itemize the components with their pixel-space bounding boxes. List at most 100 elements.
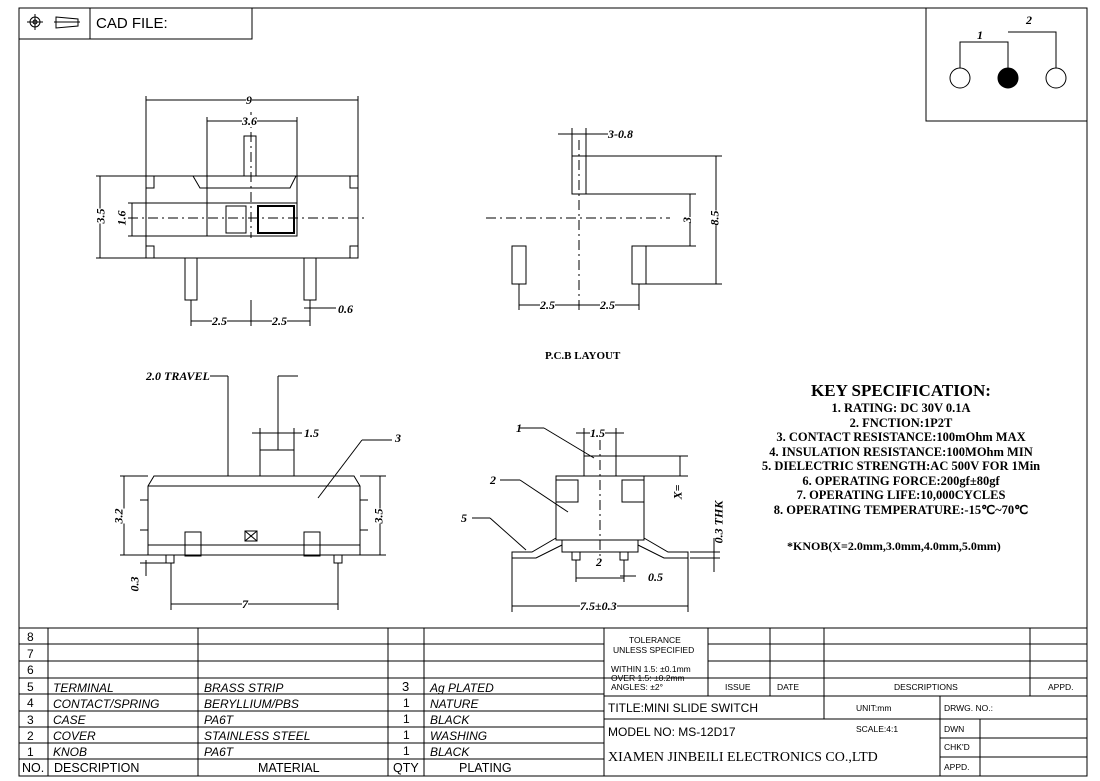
dim-pcb-left: 2.5: [540, 298, 555, 312]
end-view-drawing: [472, 427, 720, 612]
cad-header-box: [18, 7, 253, 40]
bom-description: KNOB: [53, 745, 88, 759]
bom-no: 8: [27, 630, 34, 644]
callout-end-1: 1: [516, 421, 522, 435]
dim-side-height-right: 3.5: [371, 508, 386, 524]
appd-header: APPD.: [1048, 682, 1074, 692]
appd-label: APPD.: [944, 762, 970, 772]
key-spec-item: 2. FNCTION:1P2T: [849, 415, 953, 430]
model-number: MODEL NO: MS-12D17: [608, 725, 736, 739]
dim-top-height: 3.5: [93, 208, 108, 224]
bom-no: 7: [27, 647, 34, 661]
bom-description: CONTACT/SPRING: [53, 697, 160, 711]
key-spec-item: 4. INSULATION RESISTANCE:100MOhm MIN: [769, 444, 1033, 459]
drawing-title: TITLE:MINI SLIDE SWITCH: [608, 701, 759, 715]
bom-header-qty: QTY: [393, 761, 419, 775]
schematic-symbol: [925, 8, 1087, 122]
top-view-drawing: [96, 96, 368, 326]
bom-qty: 1: [403, 712, 410, 726]
bom-description: COVER: [53, 729, 96, 743]
tolerance-angles: ANGLES: ±2°: [611, 682, 664, 692]
dim-pcb-right: 2.5: [600, 298, 615, 312]
dim-end-pin: 0.5: [648, 570, 663, 584]
bom-qty: 1: [403, 728, 410, 742]
key-spec-item: 6. OPERATING FORCE:200gf±80gf: [802, 473, 1000, 488]
bom-material: PA6T: [204, 745, 234, 759]
bom-plating: WASHING: [430, 729, 488, 743]
dim-end-thk: 0.3 THK: [711, 500, 726, 544]
bom-plating: NATURE: [430, 697, 479, 711]
bom-table-grid: [19, 627, 1087, 776]
bom-plating: BLACK: [430, 745, 470, 759]
dim-top-pitch-left: 2.5: [212, 314, 227, 328]
bom-qty: 1: [403, 744, 410, 758]
tolerance-within: WITHIN 1.5: ±0.1mm: [611, 664, 691, 674]
dim-top-width: 9: [246, 93, 252, 107]
dwn-label: DWN: [944, 724, 965, 734]
tolerance-subtitle: UNLESS SPECIFIED: [613, 645, 695, 655]
tolerance-title: TOLERANCE: [629, 635, 681, 645]
dim-end-pitch: 2: [596, 555, 602, 569]
knob-note: *KNOB(X=2.0mm,3.0mm,4.0mm,5.0mm): [787, 539, 1001, 553]
dim-end-x: X=: [670, 484, 685, 500]
key-spec-item: 7. OPERATING LIFE:10,000CYCLES: [796, 488, 1006, 502]
key-specification: KEY SPECIFICATION: 1. RATING: DC 30V 0.1…: [756, 382, 1046, 518]
callout-side-3: 3: [395, 431, 401, 445]
key-spec-item: 8. OPERATING TEMPERATURE:-15℃~70℃: [773, 502, 1029, 517]
cad-file-label: CAD FILE:: [96, 15, 168, 32]
bom-plating: Ag PLATED: [430, 681, 494, 695]
bom-description: TERMINAL: [53, 681, 114, 695]
key-spec-item: 5. DIELECTRIC STRENGTH:AC 500V FOR 1Min: [761, 459, 1041, 473]
dim-side-knob: 1.5: [304, 426, 319, 440]
bom-no: 1: [27, 745, 34, 759]
dim-top-pitch-right: 2.5: [272, 314, 287, 328]
bom-header-description: DESCRIPTION: [54, 761, 140, 775]
schematic-label-2: 2: [1026, 13, 1032, 27]
bom-no: 6: [27, 663, 34, 677]
bom-qty: 1: [403, 696, 410, 710]
date-header: DATE: [777, 682, 800, 692]
bom-header-plating: PLATING: [459, 761, 512, 775]
dim-side-base: 0.3: [127, 576, 142, 592]
dim-end-knob: 1.5: [590, 426, 605, 440]
key-spec-item: 3. CONTACT RESISTANCE:100mOhm MAX: [776, 430, 1026, 444]
bom-material: BERYLLIUM/PBS: [204, 697, 299, 711]
dim-pcb-offset: 3: [680, 217, 694, 223]
drawing-border: [18, 7, 1088, 777]
bom-no: 5: [27, 680, 34, 694]
chkd-label: CHK'D: [944, 742, 970, 752]
side-view-drawing: [120, 375, 392, 610]
key-spec-item: 1. RATING: DC 30V 0.1A: [831, 401, 971, 415]
dim-top-pin: 0.6: [338, 302, 353, 316]
key-spec-title: KEY SPECIFICATION:: [811, 381, 991, 400]
dim-top-knob: 3.6: [242, 114, 257, 128]
dim-end-total: 7.5±0.3: [580, 599, 617, 613]
drwg-no-label: DRWG. NO.:: [944, 703, 993, 713]
scale-label: SCALE:4:1: [856, 724, 899, 734]
dim-top-inner: 1.6: [114, 210, 129, 226]
bom-qty: 3: [402, 679, 410, 694]
descriptions-header: DESCRIPTIONS: [894, 682, 958, 692]
company-name: XIAMEN JINBEILI ELECTRONICS CO.,LTD: [608, 750, 878, 765]
third-angle-projection-icon: [27, 14, 80, 30]
dim-side-height-left: 3.2: [111, 508, 126, 524]
callout-end-2: 2: [490, 473, 496, 487]
bom-no: 2: [27, 729, 34, 743]
bom-header-material: MATERIAL: [258, 761, 320, 775]
dim-pcb-height: 8.5: [707, 210, 722, 226]
bom-plating: BLACK: [430, 713, 470, 727]
bom-header-no: NO.: [22, 761, 45, 775]
dim-pcb-holes: 3-0.8: [608, 127, 633, 141]
unit-label: UNIT:mm: [856, 703, 892, 713]
bom-description: CASE: [53, 713, 86, 727]
pcb-layout-title: P.C.B LAYOUT: [545, 350, 621, 362]
bom-material: PA6T: [204, 713, 234, 727]
bom-material: BRASS STRIP: [204, 681, 284, 695]
tolerance-over: OVER 1.5: ±0.2mm: [611, 673, 685, 683]
dim-side-travel: 2.0 TRAVEL: [146, 369, 210, 383]
callout-end-5: 5: [461, 511, 467, 525]
bom-material: STAINLESS STEEL: [204, 729, 311, 743]
schematic-label-1: 1: [977, 28, 983, 42]
bom-no: 3: [27, 713, 34, 727]
